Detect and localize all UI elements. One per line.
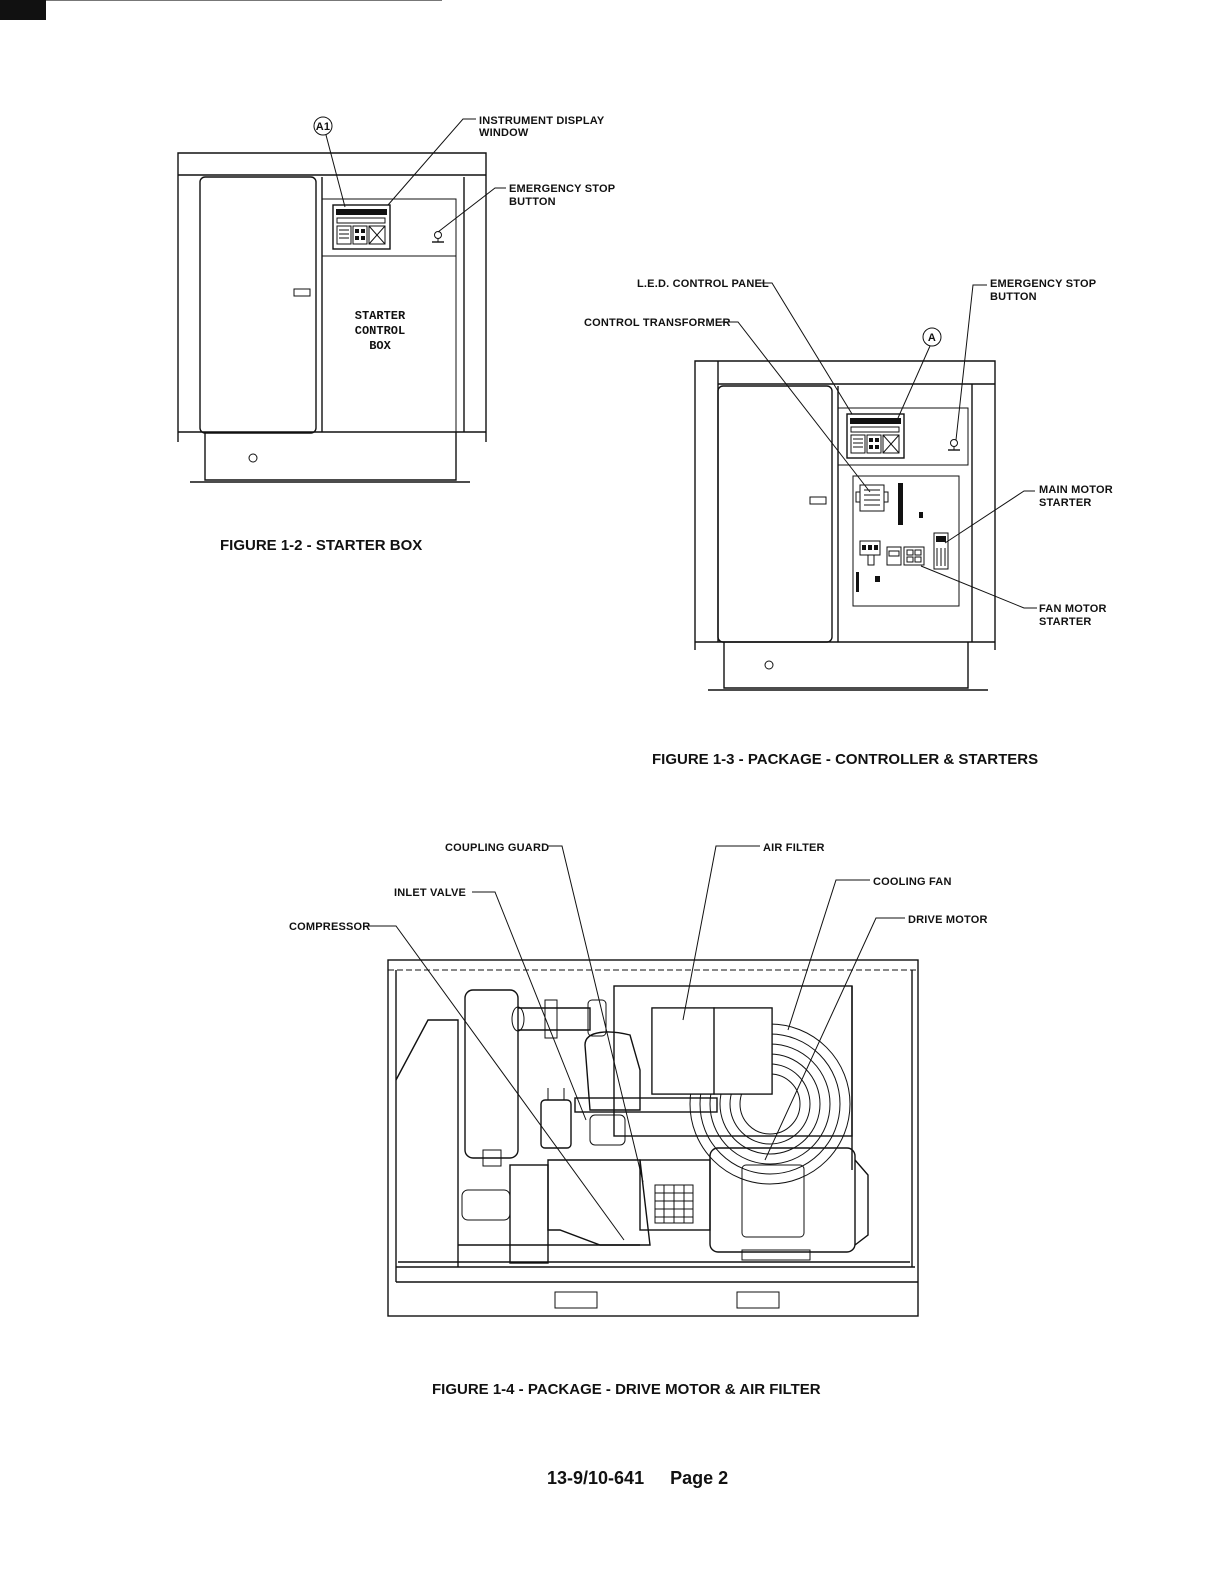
package-enclosure (387, 959, 919, 1317)
leader-air-filter (682, 845, 760, 1021)
callout-circle-a1 (313, 116, 333, 136)
leader-cooling-fan (787, 879, 870, 1031)
label-coupling-guard: COUPLING GUARD (445, 842, 549, 854)
emergency-stop-icon (948, 439, 960, 451)
label-control-transformer: CONTROL TRANSFORMER (584, 317, 731, 329)
door-handle (809, 496, 827, 505)
control-box-top-panel (321, 198, 457, 257)
figure-1-3-drawing: A L.E.D. CONTROL PANEL CONTROL TRANSFORM… (584, 278, 1113, 691)
main-motor-starter-icon (933, 532, 949, 570)
compressor-icon (547, 1159, 651, 1246)
led-control-panel (846, 413, 905, 459)
label-emergency-stop-1a: EMERGENCY STOP (509, 183, 615, 195)
label-emergency-stop-2a: EMERGENCY STOP (990, 278, 1096, 290)
label-cooling-fan: COOLING FAN (873, 876, 952, 888)
base-hole (248, 453, 258, 463)
label-main-motor-2: STARTER (1039, 497, 1092, 509)
receiver-tank (464, 989, 519, 1159)
label-air-filter: AIR FILTER (763, 842, 825, 854)
scan-top-rule (46, 0, 442, 1)
label-fan-motor-2: STARTER (1039, 616, 1092, 628)
caption-figure-1-2: FIGURE 1-2 - STARTER BOX (220, 537, 423, 554)
separator-tank (395, 1019, 459, 1267)
control-top-panel (837, 407, 969, 466)
control-transformer-icon (855, 484, 889, 512)
drive-motor-icon (709, 1147, 856, 1253)
label-inlet-valve: INLET VALVE (394, 887, 466, 899)
starter-box-text-1: STARTER (355, 309, 406, 323)
caption-figure-1-3: FIGURE 1-3 - PACKAGE - CONTROLLER & STAR… (652, 751, 1039, 768)
leader-coupling-guard (548, 845, 644, 1183)
cabinet-door-left (199, 176, 317, 434)
starter-panel (852, 475, 960, 607)
callout-circle-a (922, 327, 942, 347)
scan-corner-mark (0, 0, 46, 20)
emergency-stop-icon (432, 231, 444, 243)
leader-emergency-stop-1 (437, 187, 506, 233)
label-compressor: COMPRESSOR (289, 921, 370, 933)
starter-box-text-2: CONTROL (355, 324, 405, 338)
leader-instrument-display (387, 118, 476, 206)
door-handle (293, 288, 311, 297)
base-hole (764, 660, 774, 670)
label-main-motor-1: MAIN MOTOR (1039, 484, 1113, 496)
page-number: Page 2 (670, 1468, 729, 1488)
leader-fan-motor (920, 565, 1037, 609)
fan-motor-starter-icon (859, 540, 925, 566)
cabinet-door-left (717, 385, 833, 643)
doc-number: 13-9/10-641 (547, 1468, 645, 1488)
leader-compressor (366, 925, 625, 1241)
figure-1-4-drawing: COUPLING GUARD AIR FILTER COOLING FAN IN… (289, 842, 988, 1317)
label-instrument-display-1: INSTRUMENT DISPLAY (479, 115, 605, 127)
leader-emergency-stop-2 (955, 284, 987, 441)
label-drive-motor: DRIVE MOTOR (908, 914, 988, 926)
callout-a: A (928, 332, 936, 344)
instrument-display-panel (332, 204, 391, 250)
figure-1-2-drawing: STARTER CONTROL BOX A1 INSTRUMENT DISPLA… (177, 115, 615, 483)
leader-main-motor (944, 490, 1035, 544)
starter-box-text-3: BOX (369, 339, 391, 353)
leader-led-panel (760, 282, 853, 415)
label-led-panel: L.E.D. CONTROL PANEL (637, 278, 769, 290)
page-footer: 13-9/10-641 Page 2 (547, 1468, 754, 1489)
label-emergency-stop-2b: BUTTON (990, 291, 1037, 303)
leader-drive-motor (764, 917, 905, 1161)
label-emergency-stop-1b: BUTTON (509, 196, 556, 208)
label-instrument-display-2: WINDOW (479, 127, 529, 139)
label-fan-motor-1: FAN MOTOR (1039, 603, 1107, 615)
leader-inlet-valve (472, 891, 587, 1121)
caption-figure-1-4: FIGURE 1-4 - PACKAGE - DRIVE MOTOR & AIR… (432, 1381, 821, 1398)
leader-control-transformer (716, 321, 871, 493)
callout-a1: A1 (316, 121, 330, 133)
terminal-strip (898, 483, 903, 525)
